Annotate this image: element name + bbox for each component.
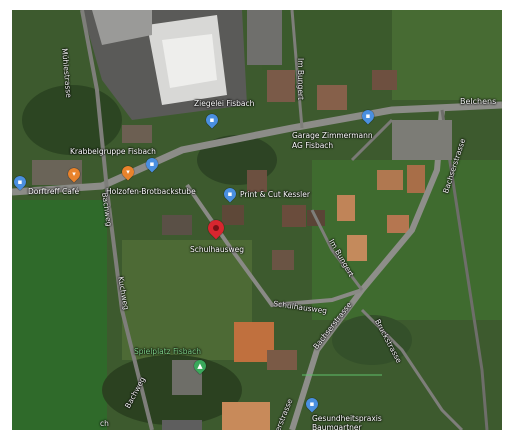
poi-label-ziegelei[interactable]: Ziegelei Fisbach [194,99,255,108]
poi-label-dorftreff[interactable]: Dorftreff Café [28,187,80,196]
poi-label-spielplatz[interactable]: Spielplatz Fisbach [134,347,201,356]
car-icon: ▪ [365,112,371,120]
child-icon: ▪ [149,160,155,168]
poi-label-holzofen[interactable]: Holzofen-Brotbackstube [106,187,196,196]
poi-label-gesundheitspraxis[interactable]: Gesundheitspraxis Baumgartner [312,414,382,430]
poi-pin-print[interactable]: ▪ [221,185,239,203]
poi-pin-gesundheitspraxis[interactable]: ▪ [303,395,321,413]
marker-label[interactable]: Schulhausweg [190,245,244,254]
poi-pin-holzofen[interactable]: ▾ [119,163,137,181]
print-icon: ▪ [227,190,233,198]
tree-icon: ▲ [197,362,203,370]
poi-label-krabbelgruppe[interactable]: Krabbelgruppe Fisbach [70,147,156,156]
bakery-icon: ▾ [126,168,130,176]
health-icon: ▪ [309,400,315,408]
poi-pin-ziegelei[interactable]: ▪ [203,111,221,129]
street-label-belchen: Belchens [460,97,497,106]
industry-icon: ▪ [209,116,215,124]
poi-pin-dorftreff[interactable]: ▾ [65,165,83,183]
cafe-icon: ▾ [72,170,76,178]
satellite-map[interactable]: Mühlestrasse Im Bungert Belchens Bachweg… [12,10,502,430]
poi-label-garage[interactable]: Garage Zimmermann AG Fisbach [292,131,373,150]
poi-label-print[interactable]: Print & Cut Kessler [240,190,310,199]
poi-pin-spielplatz[interactable]: ▲ [191,357,209,375]
street-label-ch: ch [100,419,109,428]
poi-pin-krabbelgruppe[interactable]: ▪ [143,155,161,173]
poi-pin-garage[interactable]: ▪ [359,107,377,125]
street-label-im-bungert-north: Im Bungert [296,58,305,100]
location-pin-dot [213,225,219,231]
shop-icon: ▪ [17,178,23,186]
map-imagery [12,10,502,430]
